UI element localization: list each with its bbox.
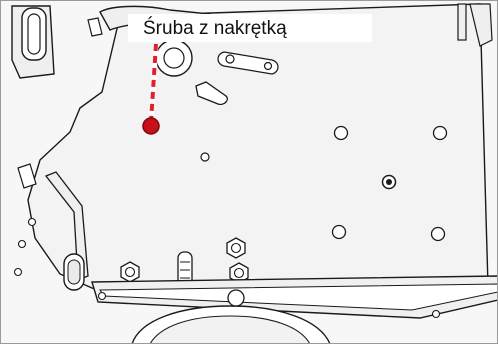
left-small-hole-2 xyxy=(17,239,27,249)
callout-leader-dashes xyxy=(149,43,158,123)
left-small-hole-3 xyxy=(13,267,23,277)
linkage-hole-left xyxy=(225,54,235,64)
linkage-hole-right xyxy=(263,61,273,71)
housing-plate xyxy=(27,3,489,309)
upper-right-section xyxy=(469,3,493,47)
bottom-wheel-inner xyxy=(149,315,311,344)
red-circle-marker-icon xyxy=(142,117,160,135)
top-small-bracket xyxy=(87,17,103,37)
left-hinge-arm xyxy=(44,171,89,281)
rail-hole-left xyxy=(97,291,107,301)
upper-right-rail xyxy=(457,3,467,41)
callout-label: Śruba z nakrętką xyxy=(128,14,372,42)
nut-lower-left xyxy=(120,261,140,283)
top-boss-inner xyxy=(163,47,185,69)
wheel-hub xyxy=(227,289,245,307)
hole-small-left xyxy=(200,152,210,162)
hole-lower-mid xyxy=(331,224,347,240)
hole-upper-right xyxy=(432,125,448,141)
hole-upper-mid xyxy=(333,125,349,141)
left-clamp xyxy=(17,163,37,189)
upper-left-slot-inner xyxy=(27,13,41,55)
rail-hole-right xyxy=(431,309,441,319)
nut-upper-center xyxy=(226,237,246,259)
left-knob-inner xyxy=(67,259,81,285)
left-small-hole-1 xyxy=(27,217,37,227)
bolt-center-inner xyxy=(386,179,392,185)
hole-lower-right xyxy=(430,226,446,242)
small-lever xyxy=(195,81,228,106)
